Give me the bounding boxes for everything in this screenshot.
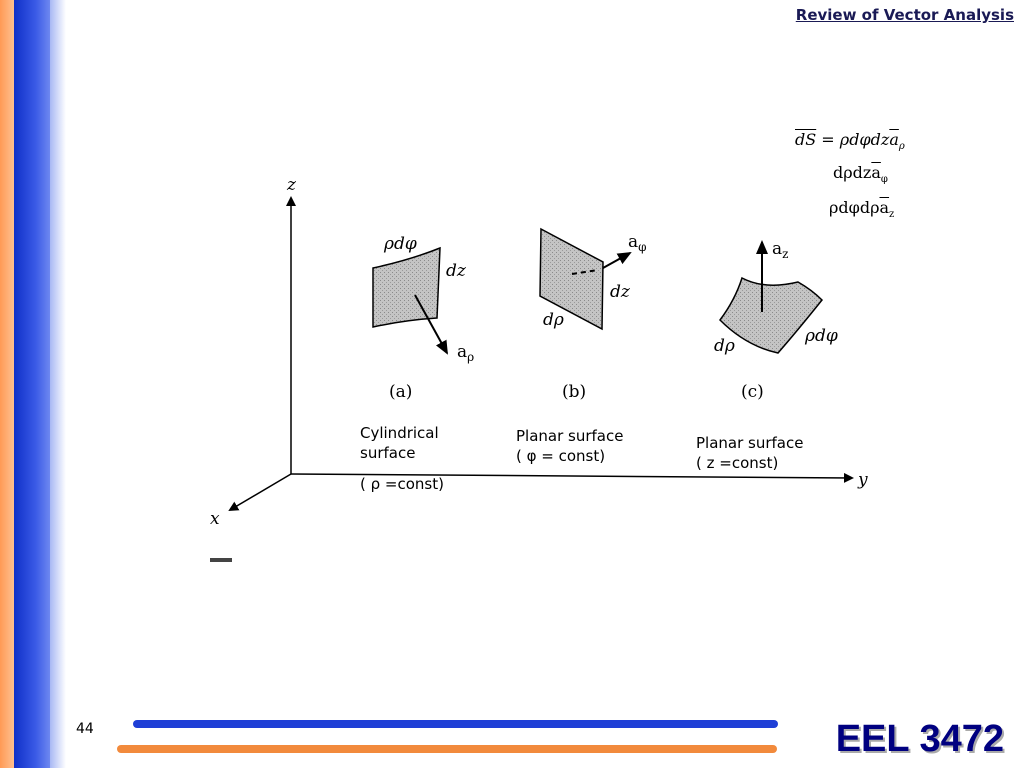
eq2-main: dρdz — [833, 163, 872, 182]
left-stripe-orange — [0, 0, 14, 768]
caption-a-line3: ( ρ =const) — [360, 475, 444, 493]
a-phi-letter: a — [628, 232, 638, 252]
a-rho-subscript: ρ — [467, 350, 474, 364]
cylindrical-surface-element — [372, 246, 441, 328]
panel-a-caption: (a) — [389, 382, 412, 402]
panel-a-top-label: ρdφ — [383, 234, 417, 254]
y-axis-label: y — [857, 470, 868, 490]
x-axis-label: x — [210, 509, 220, 529]
a-z-label: az — [772, 239, 788, 261]
planar-surface-z — [719, 276, 824, 354]
x-axis — [228, 473, 292, 512]
eq1-vector: a — [889, 130, 899, 149]
caption-cylindrical: Cylindrical surface ( ρ =const) — [360, 423, 444, 494]
left-stripe-blue — [14, 0, 50, 768]
a-phi-vector — [602, 252, 632, 269]
slide-header: Review of Vector Analysis — [795, 6, 1014, 24]
a-z-letter: a — [772, 239, 782, 259]
a-phi-subscript: φ — [638, 240, 646, 254]
ds-symbol: dS — [795, 130, 817, 149]
caption-b-line2: ( φ = const) — [516, 447, 606, 465]
a-z-subscript: z — [782, 247, 788, 261]
eq3-sub: z — [889, 209, 895, 221]
z-axis-label: z — [286, 175, 297, 195]
caption-c-line1: Planar surface — [696, 434, 804, 452]
a-phi-hidden-part — [571, 269, 599, 275]
caption-c-line2: ( z =const) — [696, 454, 779, 472]
planar-surface-phi — [539, 227, 604, 331]
caption-planar-z: Planar surface ( z =const) — [696, 433, 803, 473]
equation-line-1: dS = ρdφdzaρ — [795, 130, 905, 152]
eq3-main: ρdφdρ — [829, 198, 880, 217]
a-rho-letter: a — [457, 342, 467, 362]
eq3-vector: a — [879, 198, 890, 217]
panel-c-right-label: ρdφ — [804, 326, 838, 346]
panel-c-left-label: dρ — [714, 336, 735, 356]
equation-line-3: ρdφdρaz — [829, 198, 894, 220]
a-rho-label: aρ — [457, 342, 474, 364]
panel-a-side-label: dz — [446, 261, 467, 281]
eq1-sub: ρ — [898, 141, 905, 153]
caption-a-line2: surface — [360, 444, 416, 462]
caption-planar-phi: Planar surface ( φ = const) — [516, 426, 623, 466]
eq2-sub: φ — [880, 174, 888, 186]
page-number: 44 — [76, 721, 94, 737]
eq1-rhs: = ρdφdz — [816, 130, 890, 149]
eq2-vector: a — [871, 163, 881, 182]
left-stripe-fade — [50, 0, 66, 768]
course-code: EEL 3472 — [835, 718, 1004, 760]
a-phi-label: aφ — [628, 232, 647, 254]
panel-b-side-label: dz — [610, 282, 631, 302]
cropped-figure-mark — [210, 558, 232, 562]
y-axis — [290, 472, 854, 483]
caption-a-line1: Cylindrical — [360, 424, 439, 442]
equation-line-2: dρdzaφ — [833, 163, 888, 185]
panel-b-caption: (b) — [562, 382, 586, 402]
caption-b-line1: Planar surface — [516, 427, 624, 445]
footer-line-blue — [133, 720, 778, 728]
a-rho-vector — [414, 294, 448, 355]
footer-line-orange — [117, 745, 777, 753]
panel-b-bottom-label: dρ — [543, 310, 564, 330]
panel-c-caption: (c) — [741, 382, 764, 402]
